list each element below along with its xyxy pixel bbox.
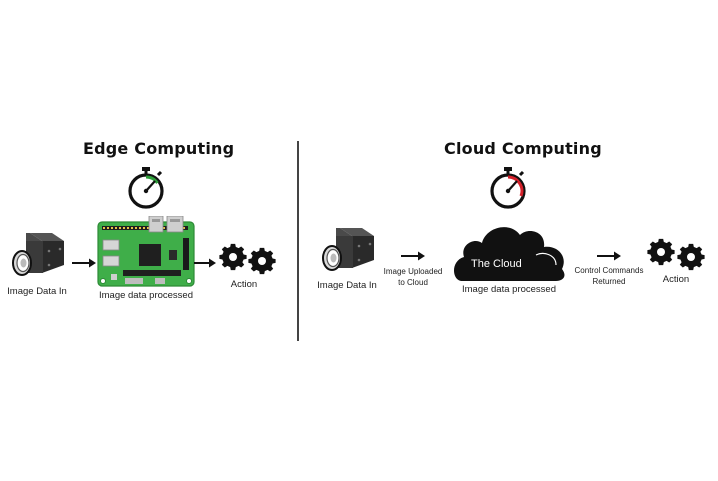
cloud-processed-label: Image data processed [461, 284, 556, 295]
stopwatch-icon [490, 167, 526, 209]
return-label-line1: Control Commands [574, 266, 644, 275]
edge-action-label: Action [230, 279, 258, 290]
arrow-icon [401, 251, 425, 261]
edge-board-label: Image data processed [98, 290, 193, 301]
camera-icon [322, 228, 374, 271]
arrow-icon [72, 258, 96, 268]
return-label-line2: Returned [592, 277, 626, 286]
cloud-camera-label: Image Data In [317, 280, 377, 291]
section-divider [297, 141, 299, 341]
cloud-action-label: Action [662, 274, 690, 285]
gears-icon [647, 238, 705, 271]
edge-title: Edge Computing [83, 139, 235, 158]
upload-label-line1: Image Uploaded [383, 267, 443, 276]
return-label: Control Commands Returned [574, 265, 644, 287]
arrow-icon [194, 258, 216, 268]
camera-icon [12, 233, 64, 276]
edge-camera-label: Image Data In [7, 286, 67, 297]
upload-label: Image Uploaded to Cloud [382, 266, 444, 288]
stopwatch-icon [128, 167, 164, 209]
gears-icon [219, 243, 276, 275]
raspberry-pi-board-icon [97, 216, 195, 287]
upload-label-line2: to Cloud [398, 278, 428, 287]
arrow-icon [597, 251, 621, 261]
cloud-icon [454, 227, 565, 281]
cloud-title: Cloud Computing [444, 139, 602, 158]
cloud-inner-text: The Cloud [471, 258, 522, 270]
